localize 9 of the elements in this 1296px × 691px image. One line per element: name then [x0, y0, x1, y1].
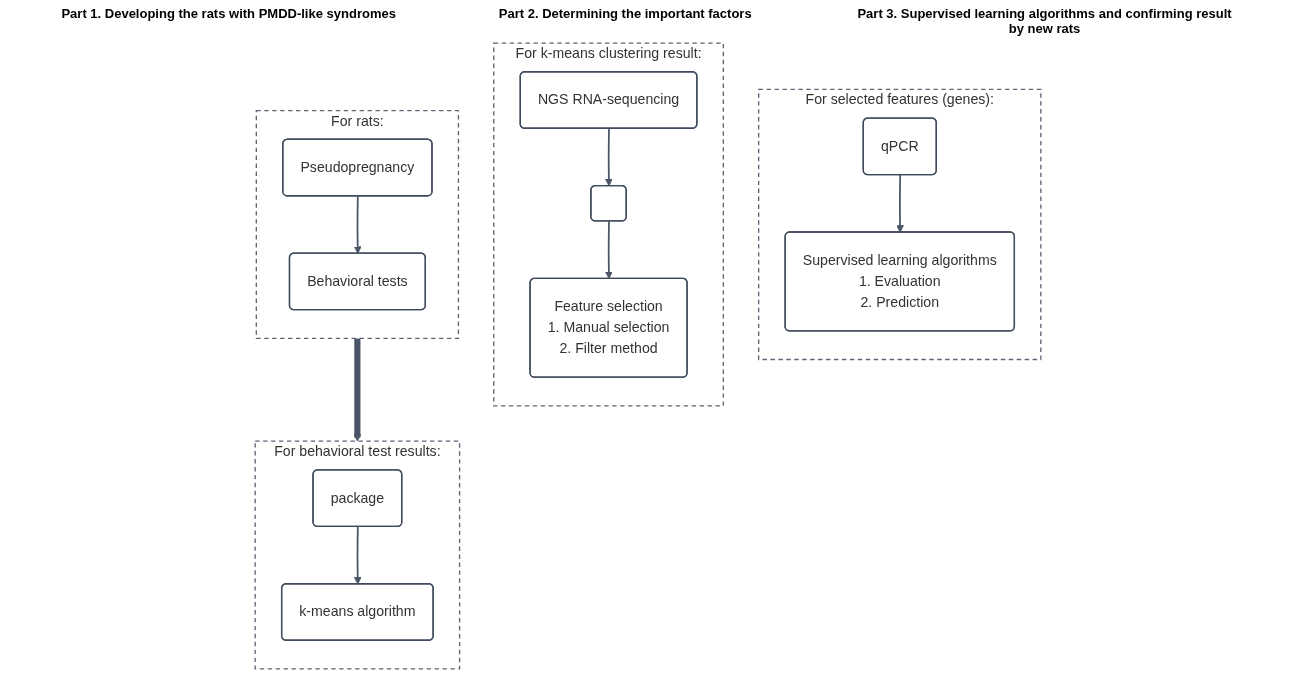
- arrow: [353, 195, 362, 254]
- arrow: [605, 127, 613, 187]
- arrow: [605, 220, 613, 280]
- section-heading: Part 3. Supervised learning algorithms and confirming result by new rats: [856, 6, 1233, 36]
- arrow: [896, 174, 904, 233]
- section-heading: Part 2. Determining the important factors: [498, 6, 752, 23]
- arrow: [353, 525, 362, 585]
- section-heading: Part 1. Developing the rats with PMDD-like syndromes: [61, 6, 396, 23]
- arrow: [353, 338, 362, 442]
